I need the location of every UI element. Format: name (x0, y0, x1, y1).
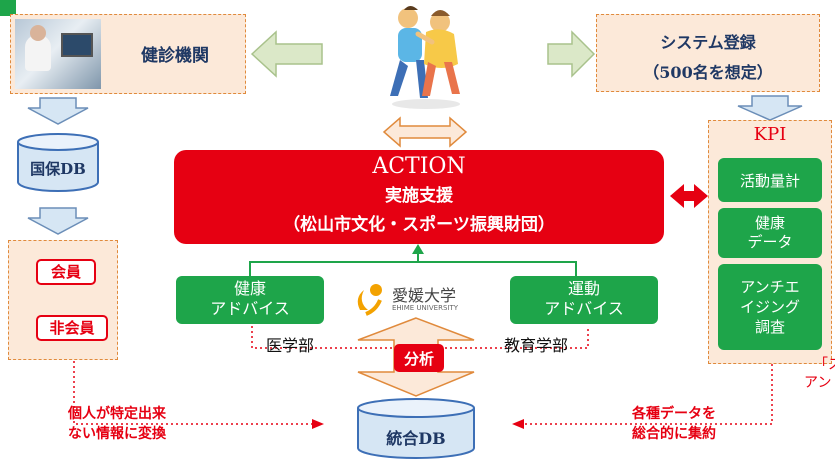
corner-tab (0, 0, 16, 16)
dotted-kpi-path (524, 364, 773, 425)
right-note: 各種データを 総合的に集約 (632, 406, 716, 442)
checkup-institution-box: 健診機関 (10, 14, 246, 94)
university-logo: 愛媛大学 EHIME UNIVERSITY (350, 280, 490, 320)
arrow-right-to-system (547, 30, 596, 78)
kokuho-db-cylinder: 国保DB (16, 132, 100, 194)
cutoff-text: 「ス アン (804, 357, 835, 391)
arrow-down-to-kokuho (27, 97, 89, 125)
arrow-down-to-members (27, 207, 89, 235)
action-line3: （松山市文化・スポーツ振興財団） (283, 215, 555, 235)
integrated-db-label: 統合DB (386, 429, 446, 448)
member-badge: 会員 (36, 259, 96, 285)
system-line1: システム登録 (660, 33, 756, 52)
action-title: ACTION (372, 154, 466, 179)
non-member-badge: 非会員 (36, 315, 108, 341)
arrow-down-to-kpi (737, 95, 803, 121)
exercise-advice-box: 運動 アドバイス (510, 276, 658, 324)
university-name-jp: 愛媛大学 (392, 286, 457, 305)
university-mark-icon (357, 284, 382, 316)
arrow-couple-action (382, 116, 468, 148)
dancing-couple-illustration (390, 6, 460, 109)
university-name-en: EHIME UNIVERSITY (392, 304, 458, 312)
medicine-faculty-label: 医学部 (266, 336, 315, 355)
left-note: 個人が特定出来 ない情報に変換 (68, 406, 166, 442)
health-advice-box: 健康 アドバイス (176, 276, 324, 324)
action-line2: 実施支援 (385, 186, 453, 206)
education-faculty-label: 教育学部 (504, 336, 569, 355)
system-line2: （500名を想定） (643, 63, 773, 82)
kpi-item-activity-meter: 活動量計 (718, 158, 822, 202)
action-box: ACTION 実施支援 （松山市文化・スポーツ振興財団） (174, 150, 664, 244)
kpi-item-anti-aging: アンチエ イジング 調査 (718, 264, 822, 350)
arrow-action-kpi (670, 184, 708, 208)
members-box (8, 240, 118, 360)
green-connector (249, 261, 577, 276)
kokuho-db-label: 国保DB (30, 159, 86, 178)
system-registration-box: システム登録 （500名を想定） (596, 14, 820, 92)
analysis-badge: 分析 (394, 344, 444, 372)
dotted-member-path (73, 346, 312, 425)
integrated-db-cylinder: 統合DB (356, 396, 476, 460)
checkup-label: 健診機関 (141, 45, 209, 66)
kpi-title: KPI (753, 124, 787, 145)
doctor-photo (15, 19, 101, 89)
kpi-item-health-data: 健康 データ (718, 208, 822, 258)
arrow-left-to-checkup (250, 30, 323, 78)
